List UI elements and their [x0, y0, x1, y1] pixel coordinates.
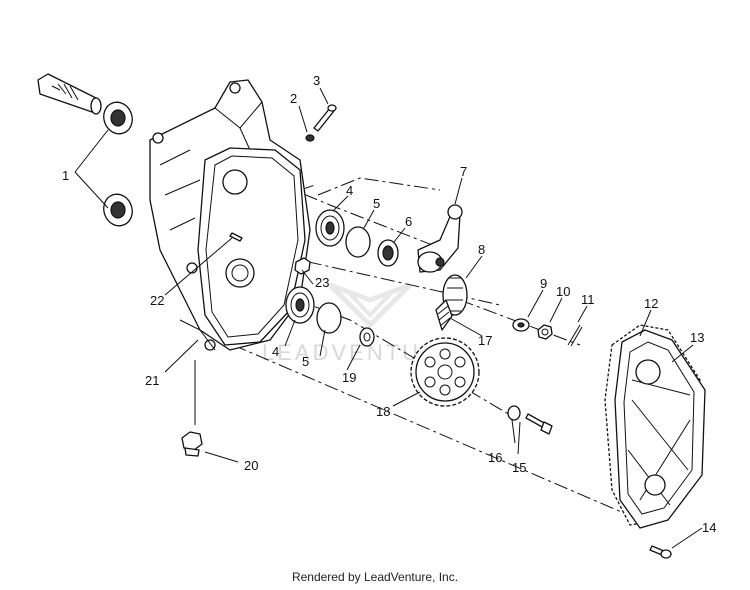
nut-23 [294, 257, 311, 275]
callout-20: 20 [244, 458, 258, 473]
footer-credit: Rendered by LeadVenture, Inc. [291, 570, 459, 584]
cotter-pin-11 [567, 324, 583, 347]
callout-22: 22 [150, 293, 164, 308]
washer-2 [305, 134, 315, 142]
washer-16 [507, 405, 521, 421]
washer-19 [359, 327, 375, 347]
callout-2: 2 [290, 91, 297, 106]
bolt-22 [229, 232, 243, 242]
callout-14: 14 [702, 520, 716, 535]
bolt-15 [525, 413, 553, 435]
watermark-logo [328, 282, 412, 329]
callout-23: 23 [315, 275, 329, 290]
chain-17 [435, 299, 453, 331]
callout-19: 19 [342, 370, 356, 385]
callout-1: 1 [62, 168, 69, 183]
callout-7: 7 [460, 164, 467, 179]
callout-8: 8 [478, 242, 485, 257]
nut-10 [537, 324, 553, 340]
spacer-6 [377, 239, 399, 267]
callout-9: 9 [540, 276, 547, 291]
callout-labels: 1 2 3 4 5 6 7 8 9 10 11 12 13 14 15 16 1… [62, 73, 716, 535]
bearing-4-upper [315, 209, 345, 247]
cover-13 [614, 329, 706, 529]
callout-5a: 5 [373, 196, 380, 211]
callout-18: 18 [376, 404, 390, 419]
callout-5b: 5 [302, 354, 309, 369]
leader-lines [74, 87, 703, 549]
callout-16: 16 [488, 450, 502, 465]
callout-13: 13 [690, 330, 704, 345]
drain-plug-20 [181, 431, 203, 457]
callout-15: 15 [512, 460, 526, 475]
input-shaft [37, 73, 102, 115]
sprocket-8 [442, 274, 468, 316]
o-ring-5-lower [316, 302, 342, 334]
callout-4b: 4 [272, 344, 279, 359]
sprocket-18 [410, 337, 480, 407]
callout-3: 3 [313, 73, 320, 88]
tensioner-arm-7 [417, 204, 463, 273]
callout-12: 12 [644, 296, 658, 311]
screw-14 [649, 545, 672, 559]
callout-11: 11 [581, 292, 595, 307]
chaincase-housing [149, 79, 311, 351]
callout-6: 6 [405, 214, 412, 229]
washer-9 [512, 318, 530, 332]
screw-3 [313, 104, 337, 132]
o-ring-5-upper [345, 226, 371, 258]
callout-21: 21 [145, 373, 159, 388]
callout-17: 17 [478, 333, 492, 348]
seal-1-upper [103, 101, 133, 135]
bearing-4-lower [285, 286, 315, 324]
callout-4a: 4 [346, 183, 353, 198]
seal-1-lower [103, 193, 133, 227]
callout-10: 10 [556, 284, 570, 299]
